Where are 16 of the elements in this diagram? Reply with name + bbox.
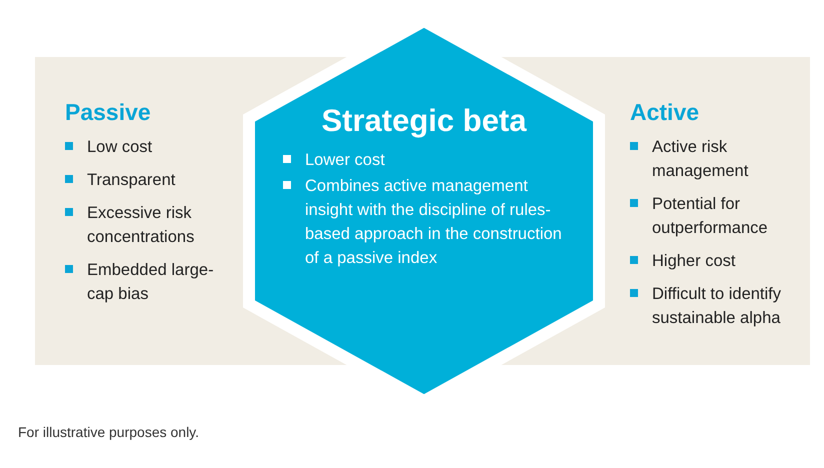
bullet-text: Excessive risk concentrations (87, 204, 194, 246)
panel-background (605, 57, 810, 365)
bullet-text: Embedded large-cap bias (87, 261, 214, 303)
panel-heading: Active (630, 99, 700, 126)
bullet-text: Low cost (87, 138, 152, 156)
panel-heading: Strategic beta (320, 103, 528, 139)
panel-heading: Passive (65, 99, 151, 126)
bullet-text: Transparent (87, 171, 176, 189)
caption: For illustrative purposes only. (18, 424, 200, 440)
bullet-text: Higher cost (652, 252, 736, 270)
bullet-text: Difficult to identify sustainable alpha (652, 285, 782, 327)
bullet-text: Lower cost (305, 151, 385, 169)
panel-background (35, 57, 243, 365)
bullet-text: Potential for outperformance (652, 195, 768, 237)
bullet-text: Active risk management (652, 138, 748, 180)
bullet-text: Combines active management insight with the discipline of rules-based approach in the construction of a passive index (305, 177, 562, 267)
